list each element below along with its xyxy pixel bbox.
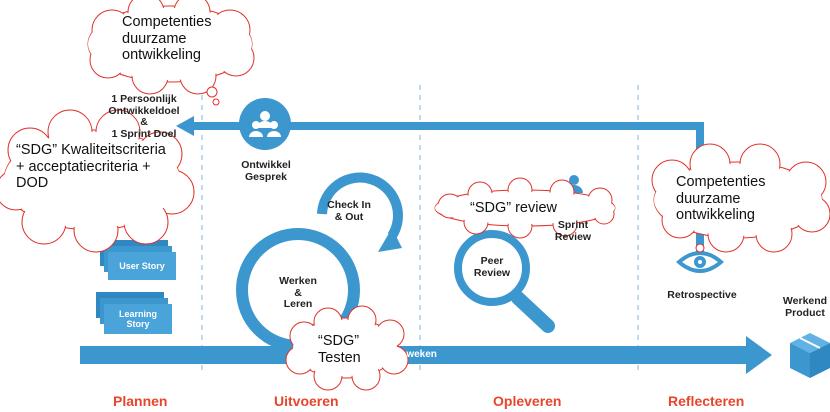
peer-line-2: Review [473,266,511,279]
werken-amp: & [294,286,302,299]
cloud-sdg-review [434,177,616,239]
goal-line-1: 1 Persoonlijk [111,93,177,105]
user-story-label: User Story [119,261,165,271]
cloud-competenties-right [651,143,830,253]
learning-line-2: Story [126,318,150,329]
magnifier-icon [454,230,555,333]
werkend-line-2: Product [785,306,825,319]
phase-reflecteren: Reflecteren [668,393,745,409]
cloud-sdg-testen-text: “SDG” Testen [318,333,361,366]
cloud-competenties-right-text: Competenties duurzame ontwikkeling [676,174,766,224]
cloud-sdg-kwaliteit-text: “SDG” Kwaliteitscriteria + acceptatiecri… [16,142,166,192]
cloud-sdg-kwaliteit [0,109,195,253]
peer-line-1: Peer [480,255,504,267]
goal-label: 1 Persoonlijk Ontwikkeldoel & 1 Sprint D… [94,93,194,140]
sprint-line-2: Review [554,230,592,243]
ontwikkel-line-2: Gesprek [244,170,288,183]
clouds [0,0,830,391]
check-in-label: Check In & Out [324,199,374,223]
werken-line-2: Leren [283,298,313,311]
check-in-loop [317,172,403,252]
cloud-sdg-testen [285,305,409,391]
goal-amp: & [140,116,148,129]
cloud-competenties-top-text: Competenties duurzame ontwikkeling [122,14,212,64]
sprint-line-1: Sprint [557,219,589,231]
goal-line-2: Ontwikkeldoel [108,104,180,117]
box-icon [790,333,830,378]
retrospective-label: Retrospective [667,289,737,301]
werkend-line-1: Werkend [782,295,828,307]
phase-plannen: Plannen [113,393,168,409]
learning-line-1: Learning [118,309,157,319]
sprint-review-label: Sprint Review [548,219,598,243]
checkin-line-2: & Out [334,210,364,223]
checkin-line-1: Check In [327,199,371,211]
werken-line-1: Werken [279,275,317,287]
timeline-arrow [80,336,772,374]
learning-story-label: Learning Story [104,309,172,330]
goal-line-3: 1 Sprint Doel [111,127,177,140]
werken-leren-label: Werken & Leren [268,275,328,311]
phase-separators [201,85,639,370]
ontwikkel-gesprek-label: Ontwikkel Gesprek [236,159,296,183]
timeline-label: 2 weken [398,349,437,360]
phase-opleveren: Opleveren [493,393,562,409]
eye-icon [676,251,724,273]
cloud-competenties-top [87,0,255,106]
learning-story-cards [96,292,172,334]
cloud-sdg-review-text: “SDG” review [470,200,558,216]
werkend-product-label: Werkend Product [780,295,830,319]
ontwikkel-line-1: Ontwikkel [241,159,291,171]
phase-uitvoeren: Uitvoeren [274,393,339,409]
people-meeting-icon [239,98,291,150]
peer-review-label: Peer Review [468,255,516,279]
